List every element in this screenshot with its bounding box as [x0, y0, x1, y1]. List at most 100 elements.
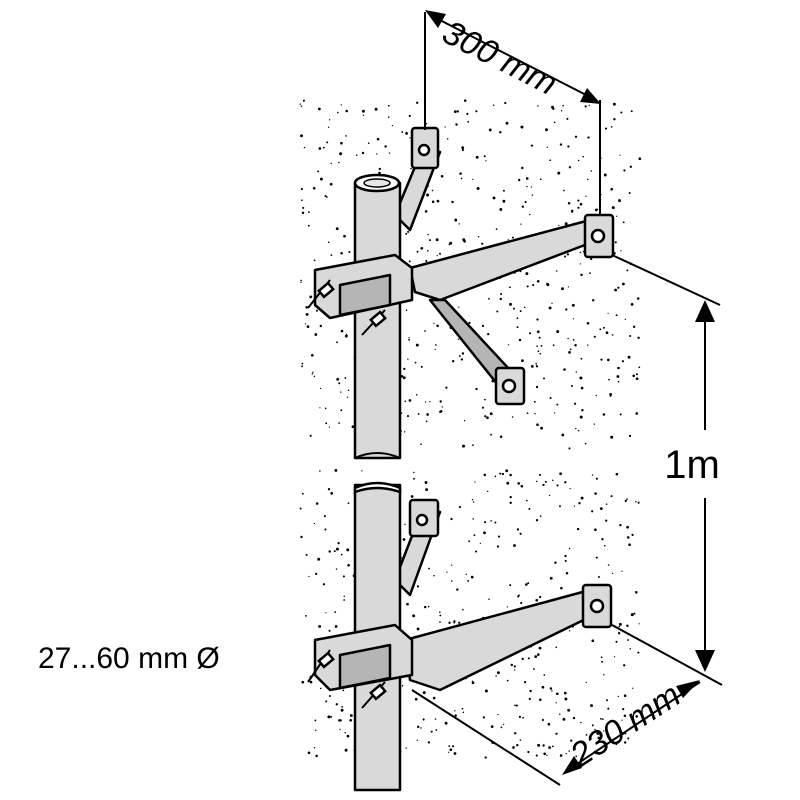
speckle-dot	[439, 410, 442, 413]
speckle-dot	[361, 109, 365, 113]
speckle-dot	[621, 570, 623, 572]
speckle-dot	[549, 687, 553, 690]
speckle-dot	[345, 135, 347, 137]
speckle-dot	[516, 326, 519, 329]
speckle-dot	[535, 598, 539, 602]
speckle-dot	[425, 420, 428, 423]
upper-main-arm	[408, 218, 600, 302]
speckle-dot	[608, 378, 610, 381]
speckle-dot	[325, 700, 328, 703]
speckle-dot	[512, 236, 514, 239]
speckle-dot	[423, 605, 427, 609]
speckle-dot	[525, 272, 529, 276]
speckle-dot	[635, 373, 638, 376]
speckle-dot	[556, 330, 560, 334]
speckle-dot	[361, 151, 365, 155]
speckle-dot	[461, 707, 464, 710]
speckle-dot	[594, 492, 597, 495]
speckle-dot	[603, 173, 607, 177]
speckle-dot	[602, 718, 604, 720]
speckle-dot	[506, 481, 510, 485]
speckle-dot	[439, 614, 442, 617]
speckle-dot	[525, 177, 529, 180]
speckle-dot	[553, 121, 556, 124]
speckle-dot	[549, 159, 552, 162]
speckle-dot	[599, 328, 602, 331]
nut-icon	[369, 683, 387, 701]
speckle-dot	[551, 690, 553, 692]
speckle-dot	[611, 572, 614, 575]
speckle-dot	[615, 314, 618, 317]
speckle-dot	[338, 422, 340, 424]
speckle-dot	[472, 518, 474, 520]
speckle-dot	[535, 519, 539, 522]
speckle-dot	[538, 646, 542, 650]
speckle-dot	[490, 725, 494, 728]
speckle-dot	[408, 336, 410, 339]
speckle-dot	[483, 531, 486, 535]
speckle-dot	[635, 500, 637, 503]
speckle-dot	[484, 398, 486, 401]
speckle-dot	[565, 571, 569, 575]
speckle-dot	[402, 376, 406, 380]
speckle-dot	[425, 259, 428, 263]
speckle-dot	[345, 333, 348, 336]
speckle-dot	[569, 487, 571, 490]
speckle-dot	[426, 193, 430, 197]
speckle-dot	[521, 166, 524, 170]
speckle-dot	[416, 585, 420, 588]
speckle-dot	[342, 575, 345, 578]
speckle-dot	[571, 209, 574, 212]
speckle-dot	[575, 755, 578, 758]
speckle-dot	[488, 598, 490, 600]
speckle-dot	[343, 599, 345, 601]
speckle-dot	[519, 310, 522, 313]
speckle-dot	[425, 122, 428, 125]
speckle-dot	[420, 365, 423, 368]
speckle-dot	[623, 664, 626, 667]
speckle-dot	[579, 251, 582, 254]
speckle-dot	[580, 496, 584, 500]
speckle-dot	[602, 413, 606, 416]
speckle-dot	[496, 671, 500, 675]
speckle-dot	[564, 481, 567, 484]
speckle-dot	[520, 601, 523, 605]
speckle-dot	[552, 344, 555, 347]
speckle-dot	[439, 400, 442, 403]
speckle-dot	[387, 116, 390, 118]
speckle-dot	[326, 141, 329, 144]
speckle-dot	[433, 322, 435, 325]
speckle-dot	[330, 254, 333, 256]
speckle-dot	[560, 586, 563, 590]
speckle-dot	[529, 332, 532, 335]
speckle-dot	[537, 350, 540, 353]
speckle-dot	[511, 416, 514, 418]
speckle-dot	[362, 114, 365, 116]
speckle-dot	[306, 325, 310, 328]
speckle-dot	[412, 614, 416, 618]
speckle-dot	[572, 716, 576, 720]
speckle-dot	[590, 257, 593, 261]
speckle-dot	[539, 698, 542, 701]
speckle-dot	[541, 718, 544, 722]
speckle-dot	[558, 224, 560, 227]
speckle-dot	[610, 435, 614, 439]
speckle-dot	[549, 396, 552, 400]
speckle-dot	[319, 470, 321, 472]
speckle-dot	[595, 743, 597, 745]
speckle-dot	[507, 344, 510, 346]
speckle-dot	[407, 358, 409, 360]
speckle-dot	[572, 318, 575, 320]
speckle-dot	[337, 542, 340, 545]
speckle-dot	[340, 251, 343, 255]
speckle-dot	[509, 501, 512, 505]
speckle-dot	[434, 718, 437, 720]
speckle-dot	[303, 146, 306, 149]
speckle-dot	[462, 238, 466, 242]
speckle-dot	[415, 343, 419, 347]
speckle-dot	[633, 612, 636, 615]
speckle-dot	[492, 104, 495, 106]
speckle-dot	[435, 344, 437, 346]
speckle-dot	[526, 285, 529, 288]
speckle-dot	[327, 126, 330, 129]
